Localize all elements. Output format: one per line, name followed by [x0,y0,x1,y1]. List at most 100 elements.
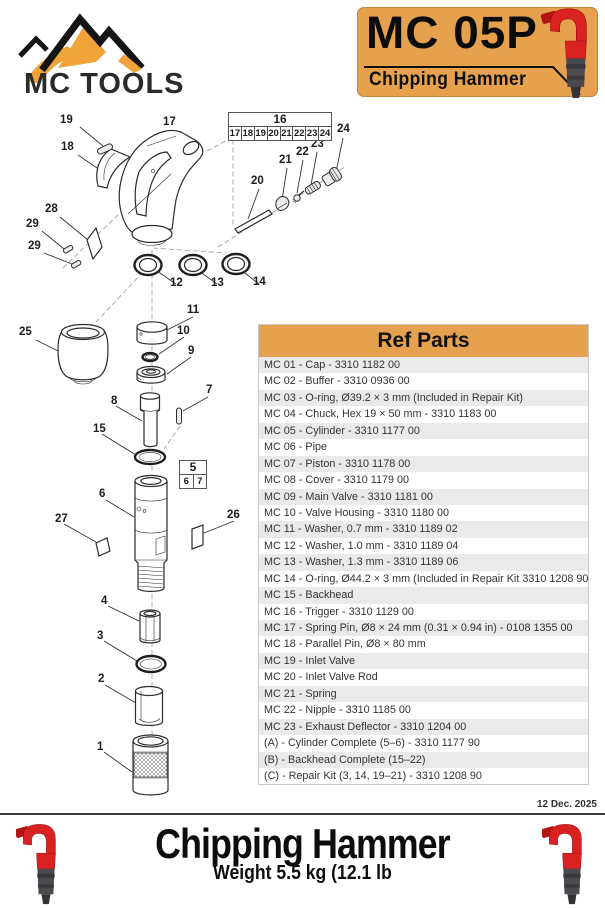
table-row: (B) - Backhead Complete (15–22) [259,751,588,768]
table-row: MC 06 - Pipe [259,439,588,456]
table-row: MC 01 - Cap - 3310 1182 00 [259,357,588,374]
callout-25: 25 [19,326,32,338]
part-cylinder [134,474,168,592]
callout-12: 12 [170,277,183,289]
table-row: MC 16 - Trigger - 3310 1129 00 [259,603,588,620]
ref-cell-6: 6 [183,476,189,487]
part-buffer [134,685,164,726]
table-row: MC 15 - Backhead [259,587,588,604]
ref-cell-20: 20 [266,127,279,140]
date-label: 12 Dec. 2025 [536,799,597,810]
footer-product-title: Chipping Hammer [155,820,451,867]
footer-weight-label: Weight 5.5 kg (12.1 lb [213,862,392,884]
part-spring-pin [96,143,114,155]
callout-26: 26 [227,509,240,521]
callout-29: 29 [28,240,41,252]
callout-28: 28 [45,203,58,215]
callout-24: 24 [337,123,350,135]
part-plate-28 [86,226,103,261]
ref-cell-19: 19 [253,127,266,140]
callout-15: 15 [93,423,106,435]
callout-7: 7 [206,384,213,396]
table-title: Ref Parts [259,325,588,357]
table-row: MC 20 - Inlet Valve Rod [259,669,588,686]
table-row: MC 12 - Washer, 1.0 mm - 3310 1189 04 [259,537,588,555]
ref-cell-21: 21 [279,127,292,140]
table-row: MC 21 - Spring [259,685,588,703]
part-backhead [118,129,204,246]
part-oring-10 [141,351,159,363]
part-inlet-valve-rod [292,190,305,204]
table-row: MC 11 - Washer, 0.7 mm - 3310 1189 02 [259,521,588,538]
part-pin-29a [62,245,74,254]
table-row: MC 19 - Inlet Valve [259,652,588,670]
exploded-parts-diagram [35,126,346,796]
part-pin-7 [176,407,182,425]
part-piston [139,392,161,448]
part-valve-housing [136,365,166,384]
table-row: MC 08 - Cover - 3310 1179 00 [259,472,588,489]
callout-1: 1 [97,741,104,753]
part-plate-27 [95,537,111,557]
ref-cell-7: 7 [192,475,207,488]
callout-2: 2 [98,673,105,685]
part-pin-29b [70,260,82,269]
table-row: MC 17 - Spring Pin, Ø8 × 24 mm (0.31 × 0… [259,620,588,637]
table-row: MC 14 - O-ring, Ø44.2 × 3 mm (Included i… [259,570,588,588]
part-nipple [321,166,342,187]
part-oring-3 [135,654,167,674]
chipping-hammer-image [540,6,596,98]
table-row: (C) - Repair Kit (3, 14, 19–21) - 3310 1… [259,767,588,785]
ref-box-16-span: 16 [229,113,331,127]
callout-3: 3 [97,630,104,642]
table-row: MC 02 - Buffer - 3310 0936 00 [259,373,588,390]
callout-8: 8 [111,395,118,407]
table-row: MC 04 - Chuck, Hex 19 × 50 mm - 3310 118… [259,406,588,423]
part-cover [136,321,168,345]
ref-cell-22: 22 [292,127,305,140]
table-row: (A) - Cylinder Complete (5–6) - 3310 117… [259,735,588,752]
part-pipe [234,209,273,234]
ref-cell-23: 23 [305,127,318,140]
table-row: MC 03 - O-ring, Ø39.2 × 3 mm (Included i… [259,389,588,407]
chipping-hammer-image-left [16,820,62,906]
callout-10: 10 [177,325,190,337]
callout-leader-lines [35,126,344,773]
table-row: MC 10 - Valve Housing - 3310 1180 00 [259,504,588,522]
callout-14: 14 [253,276,266,288]
callout-19: 19 [60,114,73,126]
banner-subtitle: Chipping Hammer [369,69,527,90]
callout-21: 21 [279,154,292,166]
table-row: MC 09 - Main Valve - 3310 1181 00 [259,488,588,505]
table-row: MC 13 - Washer, 1.3 mm - 3310 1189 06 [259,554,588,571]
chipping-hammer-image-right [542,820,588,906]
callout-6: 6 [99,488,106,500]
callout-23: 23 [311,138,324,150]
callout-13: 13 [211,277,224,289]
part-cap-25 [57,323,109,385]
callout-11: 11 [187,304,200,316]
ref-cell-24: 24 [318,127,331,140]
part-plate-26 [191,524,204,550]
ref-box-5-span: 5 [180,461,206,475]
part-chuck [139,609,161,644]
ref-cell-18: 18 [240,127,254,140]
mc-tools-logo-icon [18,13,145,84]
callout-4: 4 [101,595,108,607]
callout-9: 9 [188,345,195,357]
ref-cell-17: 17 [229,128,241,139]
callout-29: 29 [26,218,39,230]
table-row: MC 05 - Cylinder - 3310 1177 00 [259,422,588,440]
part-washers-12-13-14 [133,252,251,277]
part-inlet-valve [275,196,290,211]
callout-22: 22 [296,146,309,158]
part-spring [304,181,322,195]
table-row: MC 23 - Exhaust Deflector - 3310 1204 00 [259,718,588,736]
table-row: MC 07 - Piston - 3310 1178 00 [259,455,588,473]
